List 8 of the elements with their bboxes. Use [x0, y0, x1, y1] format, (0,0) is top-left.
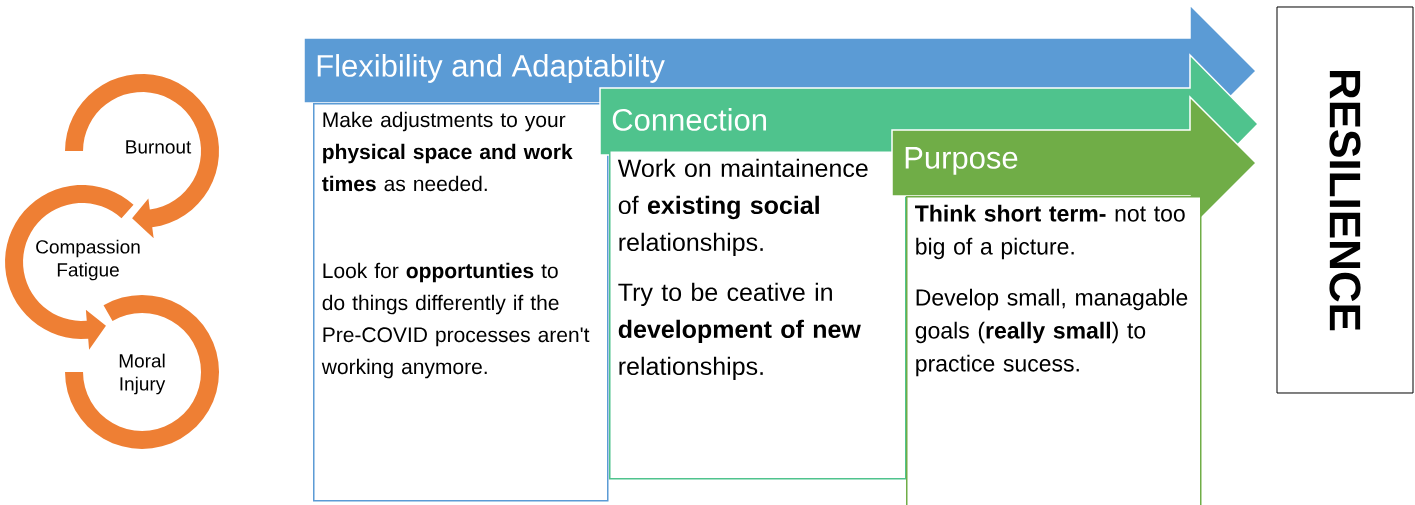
- text-box: Think short term- not too big of a picture. Develop small, managable goals (really small) to practice sucess.: [906, 196, 1202, 505]
- ring-label: Burnout: [126, 140, 192, 154]
- curved-arrow: [5, 185, 134, 350]
- text-box: Work on maintainence of existing social relationships. Try to be ceative in development of new relationships.: [609, 150, 907, 480]
- curved-arrow: [65, 74, 219, 239]
- text-box: Make adjustments to your physical space and work times as needed. Look for opportunties to do things differently if the Pre-COVID processes aren't working anymore.: [313, 103, 609, 502]
- goal-box: RESILIENCE: [1276, 6, 1414, 394]
- ring-label: Compassion Fatigue: [36, 239, 140, 281]
